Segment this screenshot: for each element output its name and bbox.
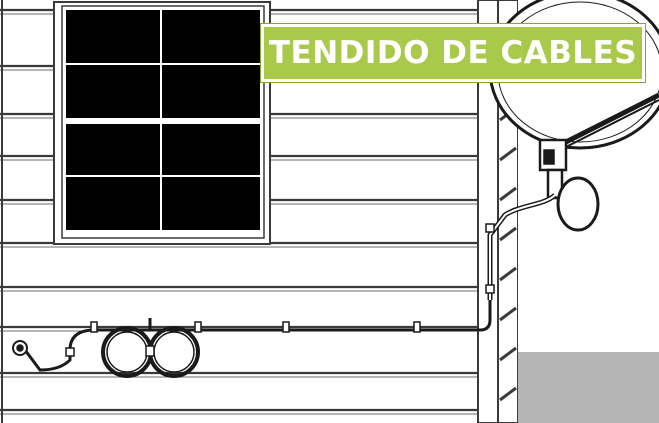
title-banner: TENDIDO DE CABLES — [261, 24, 645, 82]
title-text: TENDIDO DE CABLES — [268, 35, 638, 71]
window-icon — [53, 1, 271, 245]
cable-coil-icon — [101, 318, 200, 378]
ground-block-icon — [518, 352, 659, 423]
wall-plate-icon — [12, 340, 28, 356]
cable-clips — [65, 223, 495, 357]
